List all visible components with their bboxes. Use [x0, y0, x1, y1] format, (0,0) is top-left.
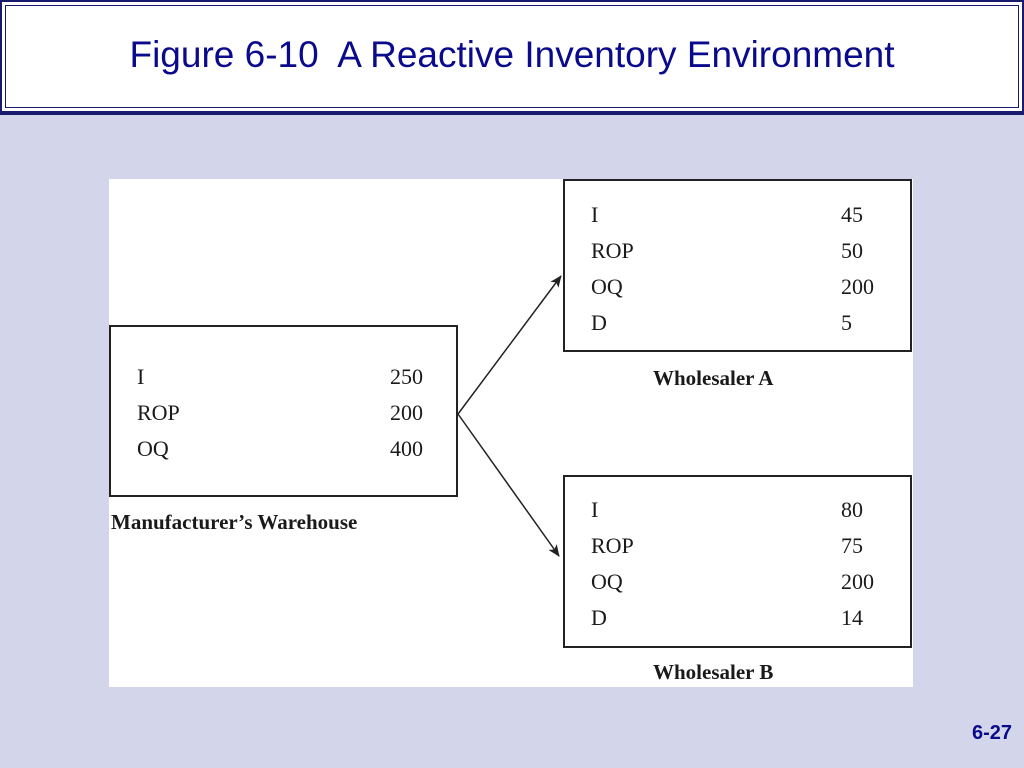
- row-value: 50: [841, 238, 863, 263]
- title-frame-inner-border: [5, 5, 1019, 108]
- row-key: ROP: [591, 533, 634, 558]
- wholesaler-b-row-rop: ROP 75: [565, 528, 910, 564]
- row-key: OQ: [591, 569, 623, 594]
- row-key: OQ: [591, 274, 623, 299]
- row-value: 75: [841, 533, 863, 558]
- row-key: D: [591, 605, 607, 630]
- row-key: I: [137, 364, 145, 389]
- wholesaler-b-row-i: I 80: [565, 492, 910, 528]
- wholesaler-b-row-d: D 14: [565, 600, 910, 636]
- inventory-diagram: I 250 ROP 200 OQ 400 Manufacturer’s Ware…: [109, 179, 913, 687]
- wholesaler-b-label: Wholesaler B: [653, 660, 774, 684]
- row-value: 400: [390, 436, 423, 461]
- row-value: 45: [841, 202, 863, 227]
- row-key: I: [591, 202, 599, 227]
- diagram-arrows: [457, 275, 562, 557]
- row-key: I: [591, 497, 599, 522]
- row-value: 200: [841, 569, 874, 594]
- page-number: 6-27: [971, 722, 1012, 744]
- wholesaler-a-row-oq: OQ 200: [565, 269, 910, 305]
- manufacturer-row-i: I 250: [111, 359, 456, 395]
- row-value: 5: [841, 310, 852, 335]
- arrow-to-wholesaler-b: [457, 413, 560, 557]
- manufacturer-row-oq: OQ 400: [111, 431, 456, 467]
- row-key: OQ: [137, 436, 169, 461]
- arrow-to-wholesaler-a: [457, 275, 562, 415]
- wholesaler-b-box: I 80 ROP 75 OQ 200 D 14: [563, 475, 912, 648]
- manufacturer-row-rop: ROP 200: [111, 395, 456, 431]
- row-value: 14: [841, 605, 863, 630]
- wholesaler-a-row-d: D 5: [565, 305, 910, 341]
- slide-title: Figure 6-10 A Reactive Inventory Environ…: [129, 34, 895, 75]
- row-value: 200: [841, 274, 874, 299]
- row-key: ROP: [591, 238, 634, 263]
- wholesaler-a-row-rop: ROP 50: [565, 233, 910, 269]
- wholesaler-a-row-i: I 45: [565, 197, 910, 233]
- row-value: 80: [841, 497, 863, 522]
- title-divider: [0, 113, 1024, 115]
- row-key: ROP: [137, 400, 180, 425]
- wholesaler-a-box: I 45 ROP 50 OQ 200 D 5: [563, 179, 912, 352]
- row-key: D: [591, 310, 607, 335]
- wholesaler-b-row-oq: OQ 200: [565, 564, 910, 600]
- manufacturer-label: Manufacturer’s Warehouse: [111, 510, 358, 534]
- title-frame: Figure 6-10 A Reactive Inventory Environ…: [0, 0, 1024, 113]
- row-value: 200: [390, 400, 423, 425]
- manufacturer-box: I 250 ROP 200 OQ 400: [109, 325, 458, 497]
- wholesaler-a-label: Wholesaler A: [653, 366, 774, 390]
- row-value: 250: [390, 364, 423, 389]
